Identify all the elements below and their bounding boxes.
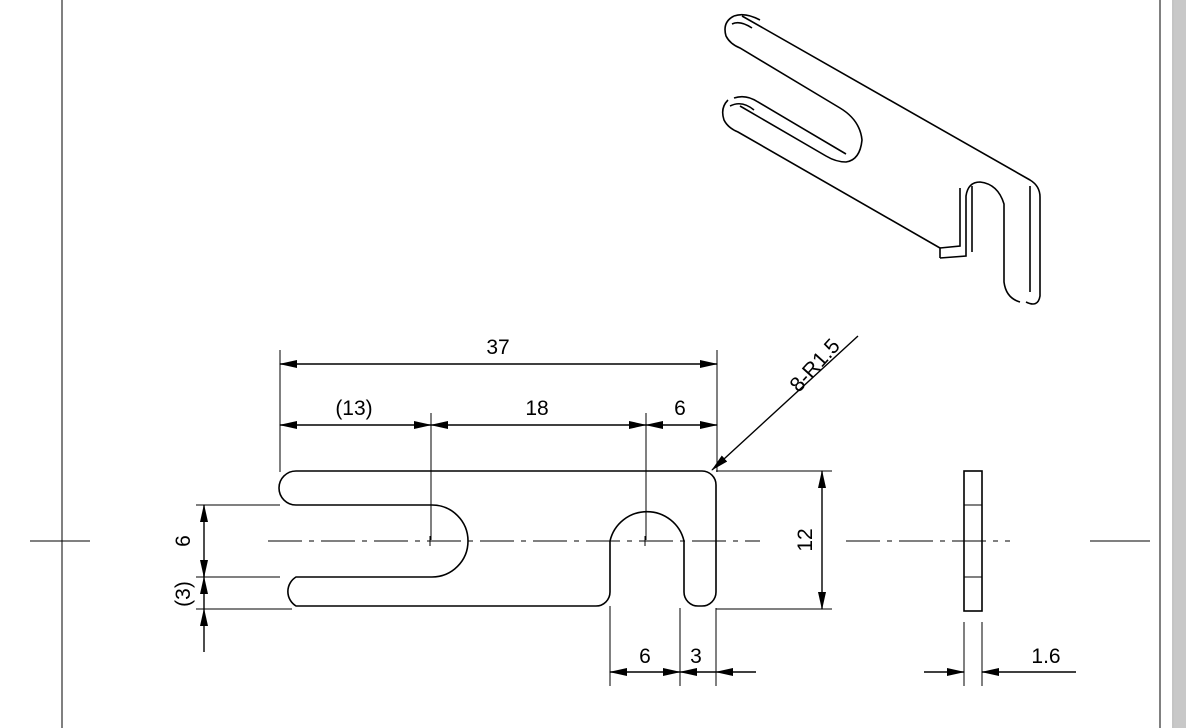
dim-right-offset: 6 xyxy=(674,397,686,420)
dim-height: 12 xyxy=(794,528,817,551)
isometric-view xyxy=(721,13,1041,305)
dim-corner-radii: 8-R1.5 xyxy=(786,335,845,397)
dim-wall: 3 xyxy=(690,645,702,668)
dim-slot-edge: (3) xyxy=(172,581,195,607)
dim-slot-spacing: 18 xyxy=(525,397,548,420)
part-outline xyxy=(278,470,717,607)
side-view: 1.6 xyxy=(846,470,1076,686)
dim-slot-width: 6 xyxy=(639,645,651,668)
front-view: 37 (13) 18 6 8-R1.5 6 (3) 12 6 3 xyxy=(172,335,859,686)
dim-slot-pitch: 6 xyxy=(172,535,195,547)
dim-left-offset: (13) xyxy=(335,397,372,420)
dim-overall-length: 37 xyxy=(486,336,509,359)
dim-thickness: 1.6 xyxy=(1031,645,1060,668)
right-scrollbar[interactable] xyxy=(1174,0,1186,728)
